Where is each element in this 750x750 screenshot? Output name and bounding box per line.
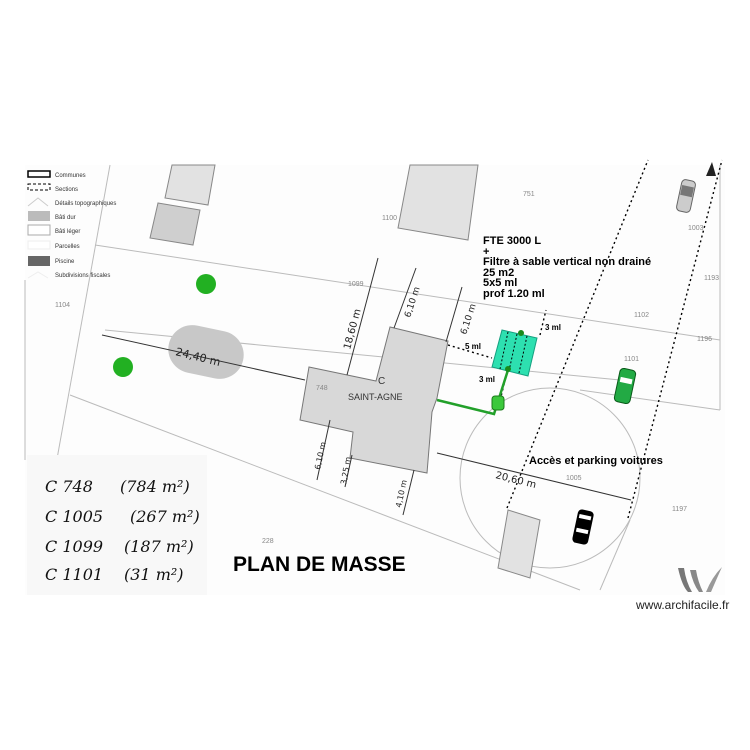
pipe [436, 369, 510, 416]
distance-label: 3 ml [479, 375, 495, 384]
area-parcel: C 1005 [45, 507, 103, 526]
note-line: + [483, 246, 489, 258]
note-line: FTE 3000 L [483, 235, 541, 247]
building-label: SAINT-AGNE [348, 392, 403, 402]
access-label: Accès et parking voitures [529, 455, 663, 467]
area-parcel: C 1099 [45, 537, 103, 556]
filter-note: FTE 3000 L + Filtre à sable vertical non… [483, 235, 651, 300]
section-dashed-icon [27, 183, 51, 191]
tree-icon [113, 357, 133, 377]
pipe-node [505, 366, 511, 372]
legend-label: Bâti dur [55, 215, 76, 221]
parcel-number: 1003 [688, 225, 704, 232]
parcel-number: 1101 [624, 356, 639, 363]
fiscal-icon [27, 271, 49, 279]
parcel-number: 1197 [672, 506, 687, 513]
pipe-node [518, 330, 524, 336]
septic-tank [491, 395, 505, 411]
tree-icon [196, 274, 216, 294]
commune-outline-icon [27, 170, 51, 178]
light-building-icon [27, 224, 51, 236]
parcel-number: 1100 [382, 215, 397, 222]
distance-label: 5 ml [465, 342, 481, 351]
car-icon [572, 509, 594, 545]
topo-icon [27, 197, 49, 207]
hard-building-icon [28, 211, 50, 221]
area-value: (31 m²) [124, 565, 184, 584]
parcel-number: 1104 [55, 302, 70, 309]
parcel-numbers: 1100 751 1003 1099 1104 1102 1193 1196 1… [55, 191, 719, 545]
neighbour-buildings [149, 164, 541, 579]
main-building [299, 326, 449, 474]
area-value: (267 m²) [130, 507, 200, 526]
legend-label: Bâti léger [55, 229, 80, 235]
parcel-number: 228 [262, 538, 274, 545]
archifacile-logo [678, 567, 722, 592]
note-line: 5x5 ml [483, 277, 517, 289]
parcel-number: 1099 [348, 281, 364, 288]
legend-label: Subdivisions fiscales [55, 273, 110, 279]
note-line: prof 1.20 ml [483, 288, 545, 300]
parcel-number: 748 [316, 385, 328, 392]
area-parcel: C 748 [45, 477, 93, 496]
note-line: Filtre à sable vertical non drainé [483, 256, 651, 268]
car-icon [676, 179, 696, 213]
north-arrow-icon [706, 162, 716, 176]
parcel-number: 1196 [697, 336, 712, 343]
pool [168, 325, 244, 379]
areas-list: C 748 (784 m²) C 1005 (267 m²) C 1099 (1… [45, 477, 200, 584]
parcel-number: 1102 [634, 312, 649, 319]
areas-box [27, 455, 207, 595]
legend: Communes Sections Détails topographiques… [27, 170, 116, 279]
building-marker: C [378, 376, 385, 387]
page-title: PLAN DE MASSE [233, 553, 406, 576]
dimension-arrows [101, 257, 632, 516]
distance-label: 3 ml [545, 323, 561, 332]
area-value: (784 m²) [120, 477, 190, 496]
parcel-icon [27, 240, 51, 250]
parcel-number: 1005 [566, 475, 582, 482]
pool-icon [28, 256, 50, 266]
legend-label: Détails topographiques [55, 201, 116, 207]
note-line: 25 m2 [483, 267, 514, 279]
legend-label: Piscine [55, 259, 75, 265]
watermark-url: www.archifacile.fr [635, 598, 729, 612]
area-parcel: C 1101 [45, 565, 103, 584]
parcel-number: 751 [523, 191, 535, 198]
legend-label: Parcelles [55, 244, 80, 250]
legend-label: Sections [55, 187, 78, 193]
legend-label: Communes [55, 173, 86, 179]
car-icon [613, 367, 637, 405]
parcel-number: 1193 [704, 275, 719, 282]
area-value: (187 m²) [124, 537, 194, 556]
